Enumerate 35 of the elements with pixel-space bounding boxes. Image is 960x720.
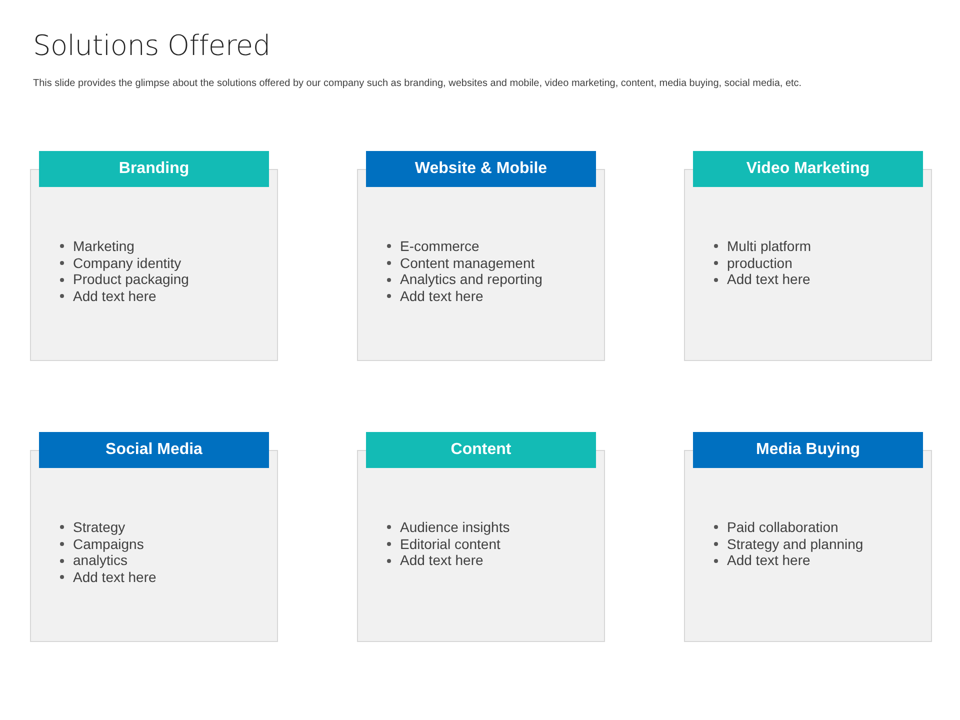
- list-item: Add text here: [727, 271, 810, 288]
- list-item: Analytics and reporting: [400, 271, 542, 288]
- header-band: [366, 432, 596, 468]
- list-item: Editorial content: [400, 536, 500, 552]
- card-heading: Branding: [118, 160, 190, 178]
- list-item: Add text here: [400, 288, 484, 305]
- list-item: Marketing: [73, 238, 134, 255]
- list-item: Add text here: [73, 569, 156, 586]
- list-item: E-commerce: [400, 238, 480, 255]
- list-item: Add text here: [73, 288, 156, 305]
- list-item: Company identity: [73, 254, 182, 272]
- list-item: analytics: [73, 552, 128, 570]
- header-band: [693, 151, 923, 187]
- list-item: Content management: [400, 254, 535, 272]
- list-item: Campaigns: [73, 536, 144, 552]
- card-heading: Social Media: [106, 441, 202, 459]
- header-band: [39, 432, 269, 468]
- card-heading: Video Marketing: [746, 160, 870, 178]
- list-item: Audience insights: [400, 519, 510, 536]
- header-band: [39, 151, 269, 187]
- list-item: Multi platform: [727, 238, 812, 255]
- card-heading: Website & Mobile: [414, 160, 548, 178]
- card-heading: Media Buying: [756, 441, 860, 459]
- card-heading: Content: [450, 441, 512, 459]
- list-item: Paid collaboration: [727, 519, 838, 536]
- list-item: Add text here: [727, 552, 810, 570]
- list-item: Strategy: [73, 519, 126, 536]
- slide-description: This slide provides the glimpse about the solutions offered by our company such as branding, websites and mobile, video marketing, content, media buying, social media, etc.: [33, 78, 802, 89]
- slide-title: Solutions Offered: [33, 29, 270, 62]
- list-item: production: [727, 254, 792, 272]
- list-item: Add text here: [400, 552, 484, 570]
- list-item: Strategy and planning: [727, 536, 864, 552]
- header-band: [366, 151, 596, 187]
- header-band: [693, 432, 923, 468]
- list-item: Product packaging: [73, 271, 189, 288]
